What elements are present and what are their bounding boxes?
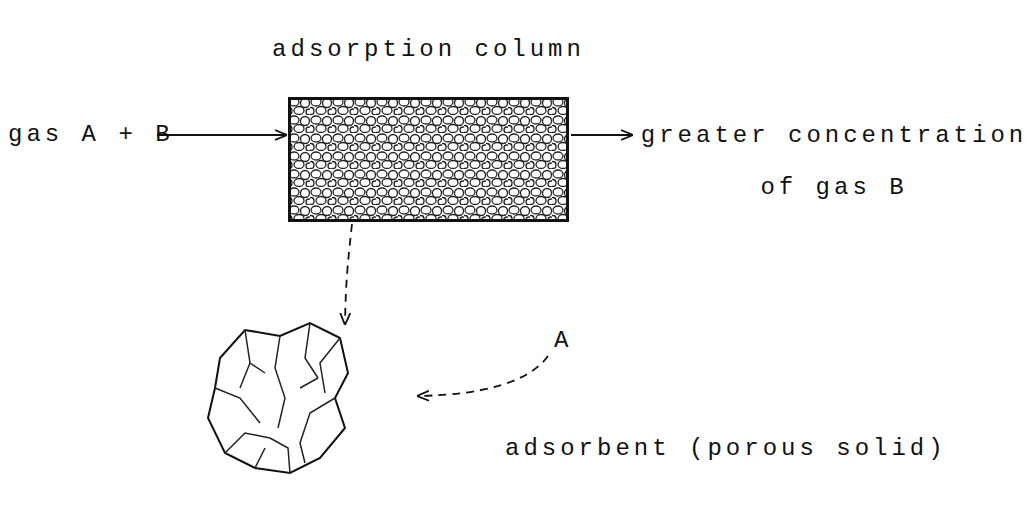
adsorbate-arrow [418, 356, 548, 396]
outlet-arrow [571, 134, 632, 136]
column-outline [288, 97, 569, 222]
adsorbent-particle: adsorbent (porous solid) [200, 318, 350, 478]
adsorbent-label: adsorbent (porous solid) [505, 434, 947, 464]
inlet-label: gas A + B [8, 120, 174, 150]
adsorbate-label: A [554, 326, 572, 356]
particle-outline [200, 318, 350, 478]
adsorption-column: adsorption column [288, 97, 569, 222]
outlet-label: greater concentration of gas B [634, 110, 1031, 214]
column-title: adsorption column [272, 35, 585, 65]
inlet-arrow [157, 134, 286, 136]
dashed-connector [345, 224, 352, 324]
